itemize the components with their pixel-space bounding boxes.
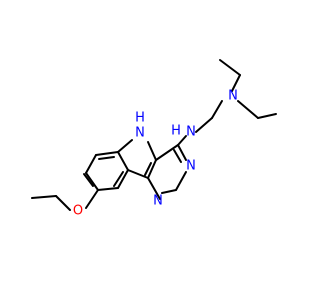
bond [211,100,223,119]
bond [31,195,57,199]
bond [147,177,161,200]
bond [257,113,277,119]
bond [147,159,157,179]
bond [113,171,124,187]
atom-pyrimidine-n-bottom: N [153,194,163,209]
atom-nh: N H [135,111,145,141]
bond [231,74,241,92]
bond [177,135,187,146]
bond [98,156,115,160]
atom-pyrimidine-n-top: N [186,159,196,174]
bond [173,149,182,163]
nh-label: N [135,126,145,141]
bond [117,169,129,189]
ethoxy-group [31,189,99,211]
bond [95,151,119,156]
bond [97,187,119,191]
pyrimidine-n-bottom-label: N [153,194,163,209]
diethyl-n-label: N [228,89,238,104]
diethyl-groups [219,59,277,119]
bond [161,189,177,194]
pyrimidine-n-top-label: N [186,159,196,174]
bond [147,141,157,161]
benzene-ring [83,151,129,191]
bond [155,144,179,161]
bond [117,139,133,153]
bond [85,154,97,174]
bond [237,100,259,119]
bond [83,173,94,187]
bond [175,171,187,191]
pyrimidine-ring [147,144,187,200]
pyrrole-ring [117,139,157,179]
bond [85,172,99,191]
amine-n-label: N [186,125,196,140]
bond [117,151,129,171]
atom-amine-n: N H [171,124,196,140]
bond [177,144,187,161]
bond [127,169,149,179]
bond [55,195,71,211]
ether-o-label: O [73,204,83,219]
nh-hydrogen: H [135,111,145,126]
bond [144,162,152,176]
atom-ether-o: O [73,204,83,219]
bond [195,117,213,133]
bond [219,59,241,76]
amine-n-hydrogen: H [171,124,181,139]
molecule-structure: N H N H N N N O [31,59,277,219]
bond [85,189,99,209]
atom-diethyl-n: N [228,89,238,104]
aminoethyl-chain [177,100,223,146]
